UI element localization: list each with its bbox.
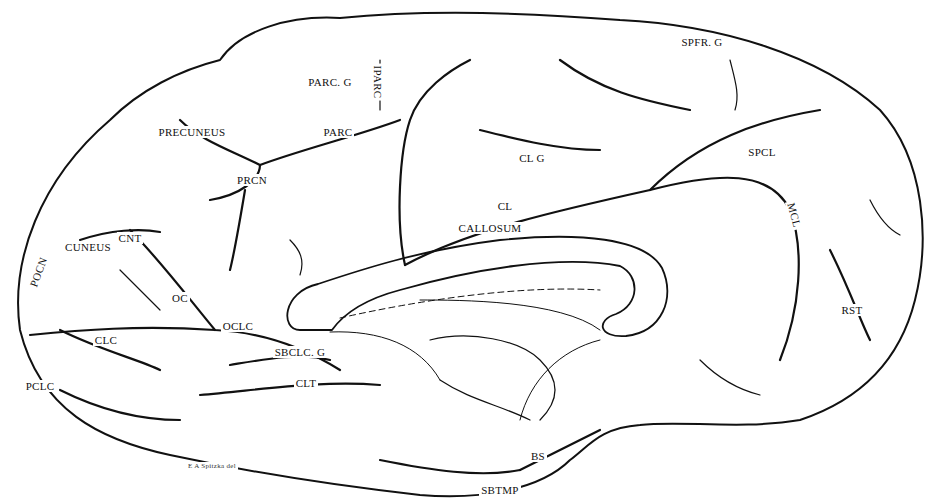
sulcus-label: RST [839, 304, 864, 316]
structure-label: CALLOSUM [457, 222, 524, 234]
minor-sulci [120, 60, 900, 395]
sulcus-label: OC [170, 292, 190, 304]
sulcus-label: SBTMP [479, 484, 521, 496]
hemisphere-outline [18, 13, 922, 496]
callosum-outline [287, 237, 667, 336]
gyrus-label: PRECUNEUS [157, 126, 228, 138]
sulcus-label: PCLC [24, 380, 57, 392]
sulcus-label: IPARC [372, 64, 384, 101]
septum-line [340, 289, 600, 318]
sulcus-label: POCN [26, 254, 49, 291]
sulcus-label: MCL [784, 200, 803, 231]
gyrus-label: PARC. G [306, 76, 353, 88]
fornix-line [330, 300, 600, 420]
sulcus-label: CNT [117, 232, 144, 244]
sulcus-label: CLT [294, 377, 319, 389]
brainstem-cut [430, 336, 555, 420]
gyrus-label: SPFR. G [679, 36, 724, 48]
sulcus-label: PARC [322, 126, 355, 138]
sulcus-label: CLC [93, 334, 119, 346]
sulcus-label: OCLC [221, 320, 256, 332]
sulci [30, 60, 870, 473]
sulcus-label: SPCL [746, 146, 778, 158]
artist-signature: E A Spitzka del [186, 462, 238, 470]
sulcus-label: BS [529, 450, 547, 462]
sulcus-label: PRCN [235, 174, 269, 186]
sulcus-label: CL [496, 200, 515, 212]
gyrus-label: CL G [517, 152, 547, 164]
gyrus-label: SBCLC. G [273, 346, 328, 358]
gyrus-label: CUNEUS [63, 241, 113, 253]
